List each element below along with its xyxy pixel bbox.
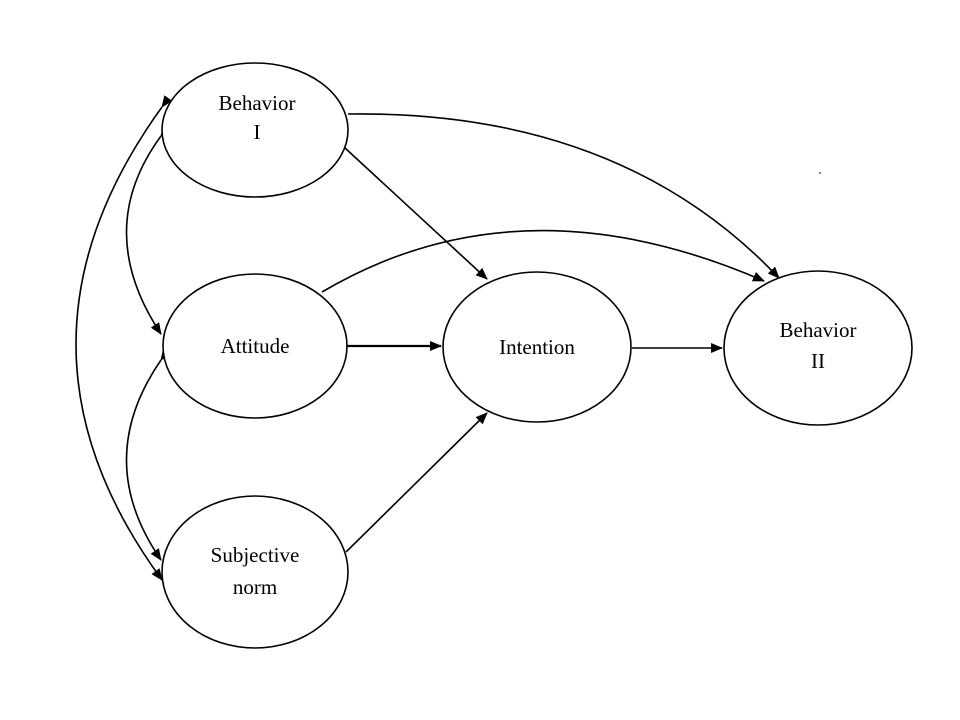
node-behavior-1: Behavior I <box>161 62 349 198</box>
node-behavior-1-line1: Behavior <box>219 91 296 115</box>
edge-behavior1-attitude-correlation <box>125 124 172 335</box>
node-intention: Intention <box>442 271 632 423</box>
node-subjective-norm-line1: Subjective <box>211 543 300 567</box>
node-behavior-1-line2: I <box>254 120 261 144</box>
node-attitude-label: Attitude <box>221 334 290 358</box>
edge-attitude-subjectivenorm-correlation <box>125 348 172 561</box>
node-behavior-2-line2: II <box>811 349 825 373</box>
edge-behavior1-subjectivenorm-correlation <box>75 95 173 581</box>
node-behavior-2-line1: Behavior <box>780 318 857 342</box>
node-intention-label: Intention <box>499 335 575 359</box>
node-subjective-norm: Subjective norm <box>161 495 349 649</box>
edge-subjectivenorm-to-intention <box>345 412 488 553</box>
stray-dot <box>819 172 821 174</box>
edge-behavior1-to-intention <box>344 147 488 280</box>
node-attitude: Attitude <box>162 273 348 419</box>
edge-attitude-to-behavior2 <box>321 229 765 293</box>
node-behavior-2: Behavior II <box>723 270 913 426</box>
edge-behavior1-to-behavior2 <box>347 113 780 279</box>
node-subjective-norm-line2: norm <box>233 575 277 599</box>
